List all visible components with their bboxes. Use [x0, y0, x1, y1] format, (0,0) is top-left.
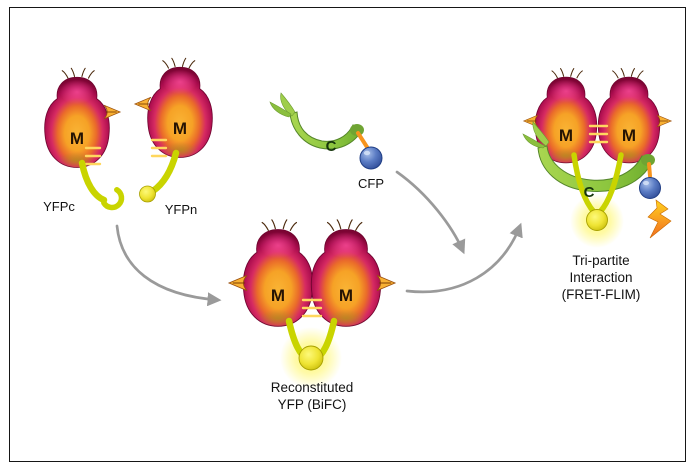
reconstituted-yfp-ball [586, 209, 608, 231]
tripartite-complex: C M M Tri-partite Interaction (FRET-FLIM… [522, 68, 672, 302]
yfpc-label: YFPc [43, 199, 75, 214]
fret-caption-line1: Tri-partite [572, 253, 629, 268]
bifc-caption-line1: Reconstituted [271, 380, 354, 395]
m-protein-body [44, 67, 110, 169]
c-crescent [289, 111, 363, 150]
yfpn-tail [149, 149, 180, 195]
c-fragment-label: C [326, 138, 337, 155]
arrow-bifc-to-tripartite [405, 222, 523, 294]
yfpn-label: YFPn [165, 202, 198, 217]
m-label: M [339, 286, 353, 305]
leaf-tip-icon [280, 92, 296, 117]
m-label: M [271, 286, 285, 305]
yfpc-tail [78, 159, 108, 204]
m-label: M [559, 126, 573, 145]
binding-dashes [301, 298, 323, 318]
bifc-complex: M M Reconstituted YFP (BiFC) [228, 219, 396, 412]
beak-icon [103, 104, 121, 120]
binding-dashes [84, 146, 102, 166]
arrow-cfp-to-complex [395, 170, 466, 255]
yfp-tail [597, 152, 624, 215]
m-protein-body [147, 57, 213, 159]
figure-frame [9, 7, 686, 462]
yfpc-crescent-icon [101, 187, 125, 211]
crescent-cap [350, 124, 364, 136]
leaf-tip-icon [532, 121, 550, 147]
cfp-sphere [639, 177, 661, 199]
m-protein-body [310, 219, 382, 328]
cfp-label: CFP [358, 176, 384, 191]
beak-icon [134, 96, 152, 112]
leaf-tip-icon [522, 133, 546, 149]
cfp-linker [356, 131, 369, 149]
m-label: M [622, 126, 636, 145]
cfp-highlight [363, 150, 371, 156]
binding-dashes [150, 138, 168, 158]
c-fragment-label: C [584, 184, 595, 201]
m-protein-body [597, 68, 661, 165]
flow-arrows [115, 170, 523, 307]
crescent-cap [641, 154, 655, 166]
yfpn-ball [139, 185, 156, 203]
yfpn-module: M YFPn [134, 57, 213, 217]
m-label: M [70, 129, 84, 148]
yfpc-module: M YFPc [43, 67, 125, 214]
m-label: M [173, 119, 187, 138]
leaf-tip-icon [269, 101, 292, 118]
lightning-bolt-icon [647, 199, 672, 239]
cfp-highlight [643, 180, 649, 186]
yfp-tail [571, 152, 597, 215]
reconstituted-yfp-ball [298, 345, 324, 371]
beak-icon [228, 274, 248, 292]
beak-icon [656, 114, 672, 128]
cfp-linker [647, 162, 652, 178]
fret-caption-line2: Interaction [569, 270, 632, 285]
cfp-module: C CFP [269, 92, 384, 191]
fret-caption-line3: (FRET-FLIM) [562, 287, 641, 302]
binding-dashes [588, 124, 609, 144]
m-protein-body [242, 219, 314, 328]
arrow-yfp-pair-to-bifc [115, 224, 222, 307]
bifc-caption-line2: YFP (BiFC) [278, 397, 347, 412]
cfp-sphere [359, 146, 383, 170]
beak-icon [376, 274, 396, 292]
